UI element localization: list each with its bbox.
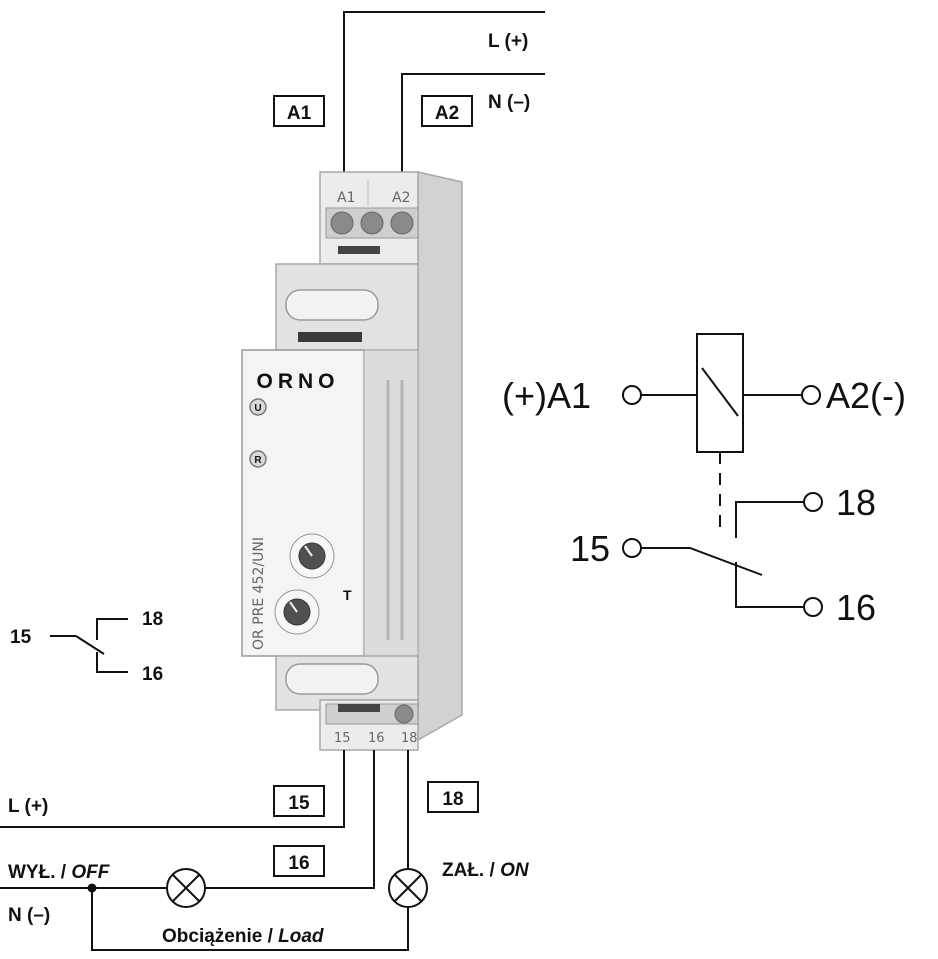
box-a1: A1 — [273, 95, 325, 127]
range-knob-icon[interactable] — [289, 533, 335, 579]
wire-n-on — [91, 888, 409, 951]
terminal-a1-icon — [622, 385, 642, 405]
terminal-a2-icon — [801, 385, 821, 405]
time-knob-icon[interactable] — [274, 589, 320, 635]
led-r-label: R — [254, 455, 262, 466]
terminal-16-icon — [803, 597, 823, 617]
bottom-screws — [325, 703, 419, 725]
box-a1-label: A1 — [287, 103, 312, 124]
wire-a1-l — [343, 11, 545, 172]
schem-c16-label: 16 — [836, 587, 876, 628]
term-top-a2: A2 — [392, 190, 410, 206]
box-a2-label: A2 — [435, 103, 459, 124]
junction-dot — [87, 883, 97, 893]
small-c16-label: 16 — [142, 664, 163, 685]
bottom-l-label: L (+) — [8, 796, 48, 817]
supply-n-label: N (–) — [488, 92, 530, 113]
device-model: OR PRE 452/UNI — [251, 537, 267, 650]
schem-c15-label: 15 — [570, 528, 610, 569]
wire-16-load — [205, 750, 375, 889]
device-brand: ORNO — [257, 370, 340, 393]
box-15-label: 15 — [288, 793, 310, 814]
small-c18-label: 18 — [142, 609, 163, 630]
contact-symbol-small — [50, 618, 128, 673]
led-u-label: U — [254, 403, 261, 414]
box-16: 16 — [273, 845, 325, 877]
relay-schematic: (+)A1 A2(-) 18 15 16 — [502, 333, 906, 628]
box-a2: A2 — [421, 95, 473, 127]
box-18-label: 18 — [442, 789, 463, 810]
wire-a2-n — [401, 73, 545, 172]
top-wires — [343, 11, 545, 172]
terminal-18-icon — [803, 492, 823, 512]
wire-15-l — [0, 750, 345, 828]
off-label: WYŁ. / OFF — [8, 862, 111, 883]
supply-l-label: L (+) — [488, 31, 528, 52]
side-vents — [386, 380, 404, 640]
box-16-label: 16 — [288, 853, 309, 874]
led-u-icon: U — [249, 398, 267, 416]
box-15: 15 — [273, 785, 325, 817]
term-bot-16: 16 — [368, 731, 385, 746]
schem-a2-label: A2(-) — [826, 375, 906, 416]
on-label: ZAŁ. / ON — [442, 860, 530, 881]
schem-a1-label: (+)A1 — [502, 375, 591, 416]
lamp-off-icon — [166, 868, 206, 908]
t-label: T — [343, 587, 352, 603]
term-bot-15: 15 — [334, 731, 351, 746]
load-label: Obciążenie / Load — [162, 926, 324, 947]
lamp-on-icon — [388, 868, 428, 908]
terminal-15-icon — [622, 538, 642, 558]
relay-device: A1 A2 ORNO U R OR PRE 452/UNI — [241, 171, 463, 751]
led-r-icon: R — [249, 450, 267, 468]
term-top-a1: A1 — [337, 190, 355, 206]
small-c15-label: 15 — [10, 627, 32, 648]
switch-blade — [641, 547, 763, 576]
box-18: 18 — [427, 781, 479, 813]
term-bot-18: 18 — [401, 731, 418, 746]
schem-c18-label: 18 — [836, 482, 876, 523]
bottom-wires — [0, 750, 409, 951]
bottom-n-label: N (–) — [8, 905, 50, 926]
top-screws — [325, 207, 419, 254]
